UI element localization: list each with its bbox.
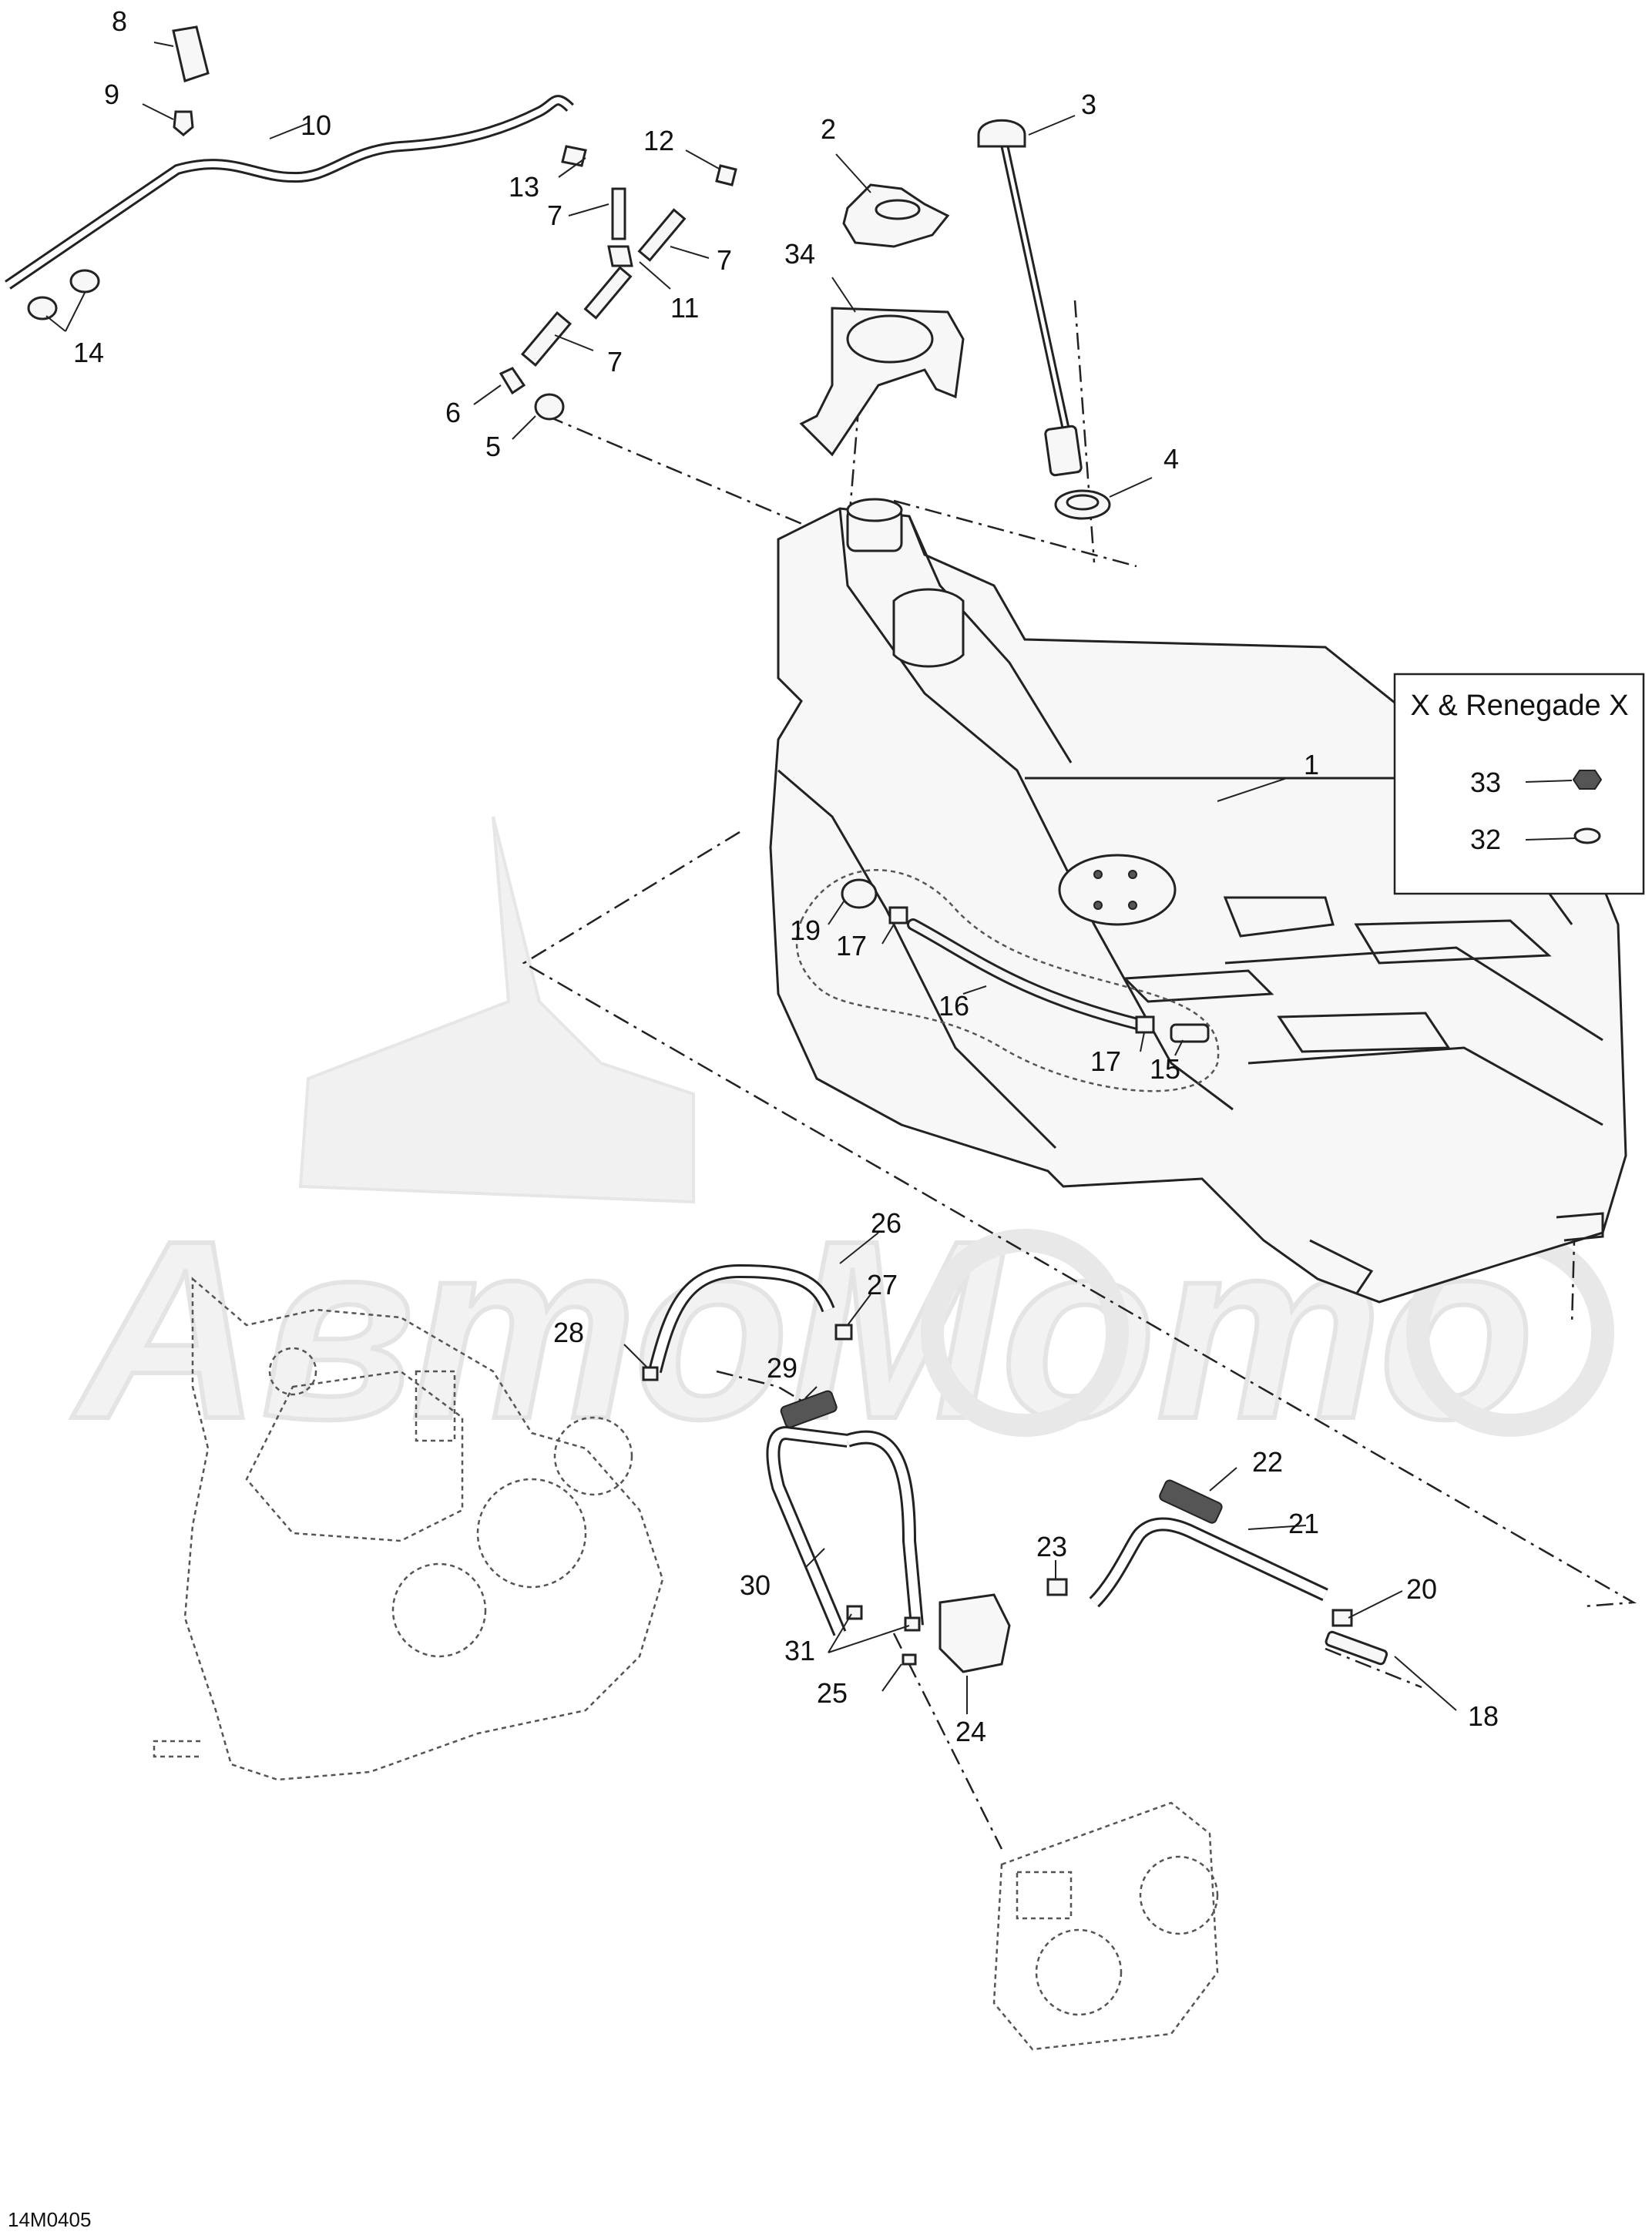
callout-20: 20 (1406, 1573, 1437, 1605)
callout-5: 5 (485, 431, 501, 462)
lower-fuel-hoses (642, 1263, 1388, 1673)
callout-2: 2 (821, 113, 836, 145)
clamp-23 (1046, 1578, 1068, 1596)
vent-hose-10 (5, 95, 574, 290)
callout-34: 34 (784, 238, 815, 270)
fuel-tank (769, 498, 1627, 1304)
callout-27: 27 (867, 1269, 898, 1300)
grommet-4 (1054, 489, 1111, 520)
callout-28: 28 (553, 1317, 584, 1348)
callout-11: 11 (670, 292, 699, 324)
clamp-28 (642, 1366, 659, 1381)
drawing-code: 14M0405 (8, 2208, 91, 2231)
callout-26: 26 (871, 1207, 902, 1239)
clamp-17b (1135, 1015, 1155, 1034)
fitting-18 (1325, 1630, 1388, 1666)
callout-7-lower: 7 (607, 346, 623, 378)
sleeve-22 (1159, 1479, 1223, 1524)
callout-18: 18 (1468, 1700, 1499, 1732)
inset-box-title: X & Renegade X (1410, 690, 1628, 722)
callout-7-upper: 7 (547, 200, 562, 231)
callout-17-upper: 17 (836, 930, 867, 961)
vent-system (499, 145, 737, 421)
callout-33: 33 (1470, 767, 1501, 798)
fuel-pump-24 (938, 1593, 1011, 1673)
callout-labels: 1 2 3 4 5 6 7 7 7 8 9 10 11 12 13 14 15 … (73, 5, 1501, 1747)
callout-25: 25 (817, 1677, 848, 1709)
nut-33 (1572, 770, 1603, 790)
callout-6: 6 (445, 397, 461, 428)
callout-3: 3 (1081, 89, 1096, 120)
callout-1: 1 (1304, 749, 1319, 780)
callout-29: 29 (767, 1352, 797, 1384)
engine-block (153, 1277, 664, 1781)
clamp-27 (834, 1324, 853, 1341)
callout-21: 21 (1288, 1508, 1319, 1539)
small-parts-top-left (27, 25, 210, 320)
callout-22: 22 (1252, 1446, 1283, 1478)
cap-bracket (799, 307, 965, 457)
callout-10: 10 (301, 109, 331, 141)
fuel-gauge (977, 119, 1083, 477)
fuel-cap (842, 183, 950, 248)
fuel-line-16 (841, 878, 1210, 1043)
callout-17-lower: 17 (1090, 1045, 1121, 1077)
clamp-17a (888, 906, 908, 925)
callout-7-right: 7 (717, 244, 732, 276)
carburetor-assembly (992, 1801, 1219, 2051)
callout-30: 30 (740, 1569, 771, 1601)
callout-4: 4 (1163, 443, 1179, 475)
callout-24: 24 (955, 1716, 986, 1747)
callout-16: 16 (938, 990, 969, 1022)
callout-14: 14 (73, 337, 104, 368)
leader-lines (45, 42, 1576, 1714)
grommet-19 (841, 878, 878, 909)
clamp-20 (1331, 1609, 1353, 1627)
callout-31: 31 (784, 1635, 815, 1666)
callout-8: 8 (112, 5, 127, 37)
variant-inset-box: X & Renegade X (1393, 673, 1645, 895)
filter-15 (1170, 1023, 1210, 1043)
washer-32 (1573, 827, 1601, 844)
clamp-31b (904, 1616, 921, 1632)
sleeve-30 (780, 1390, 838, 1428)
fitting-25 (902, 1653, 917, 1666)
callout-13: 13 (509, 171, 539, 203)
callout-23: 23 (1036, 1531, 1067, 1562)
callout-9: 9 (104, 79, 119, 110)
fuel-line-detail-outline (795, 868, 1220, 1092)
callout-15: 15 (1150, 1053, 1180, 1085)
callout-32: 32 (1470, 824, 1501, 855)
callout-12: 12 (643, 125, 674, 156)
callout-19: 19 (790, 914, 821, 946)
